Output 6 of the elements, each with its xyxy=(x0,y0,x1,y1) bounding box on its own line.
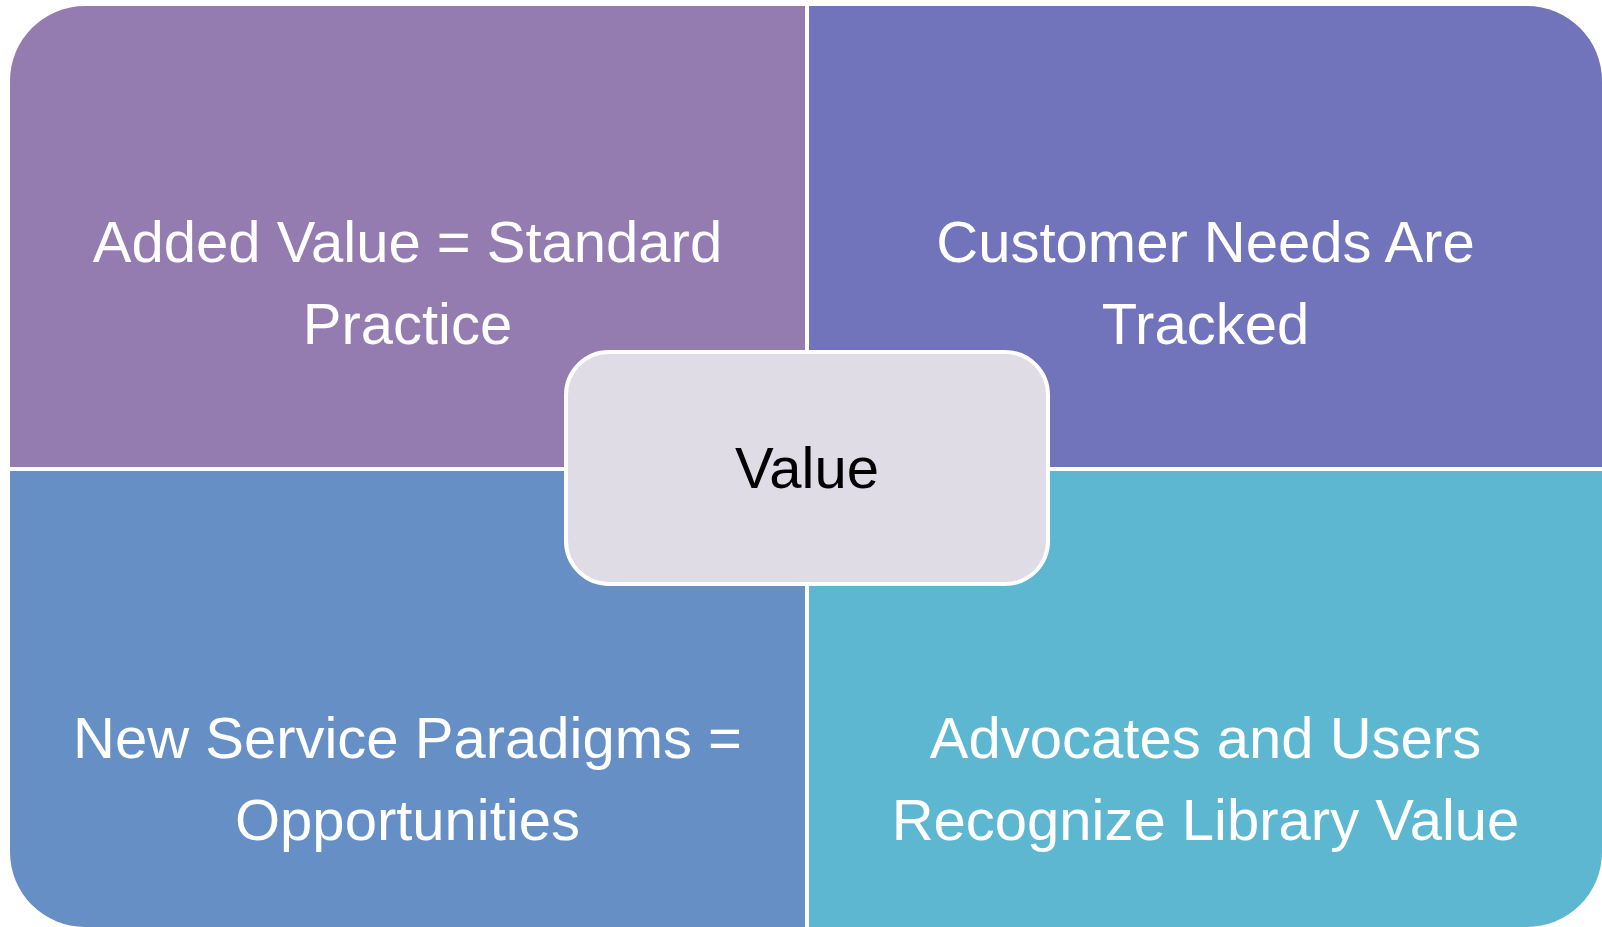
quadrant-label: Advocates and Users Recognize Library Value xyxy=(890,704,1521,854)
center-label: Value xyxy=(734,434,879,502)
quadrant-label: New Service Paradigms = Opportunities xyxy=(72,704,743,854)
quadrant-label: Added Value = Standard Practice xyxy=(91,208,724,358)
center-box xyxy=(564,350,1050,586)
quadrant-label: Customer Needs Are Tracked xyxy=(935,208,1476,358)
